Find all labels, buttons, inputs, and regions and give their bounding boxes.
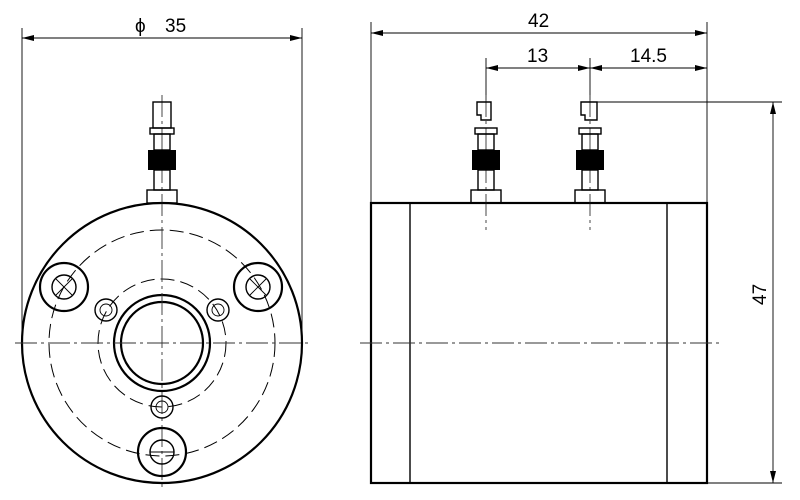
connector: [470, 95, 502, 230]
front-view: ϕ 35: [15, 16, 310, 490]
mounting-bolt: [38, 261, 90, 313]
side-view: 42 13 14.5 47: [360, 11, 782, 485]
offset-dimension: 14.5: [630, 46, 667, 67]
mounting-bolt: [232, 261, 284, 313]
diameter-symbol: ϕ: [135, 16, 146, 37]
connector: [574, 95, 606, 230]
length-dimension: 42: [528, 11, 549, 32]
connector: [146, 101, 178, 204]
small-screw: [206, 298, 230, 322]
diameter-value: 35: [165, 16, 186, 37]
small-screw: [150, 395, 174, 419]
height-dimension: 47: [750, 284, 771, 305]
small-screw: [94, 298, 118, 322]
mounting-bolt: [136, 426, 188, 478]
spacing-dimension: 13: [527, 46, 548, 67]
